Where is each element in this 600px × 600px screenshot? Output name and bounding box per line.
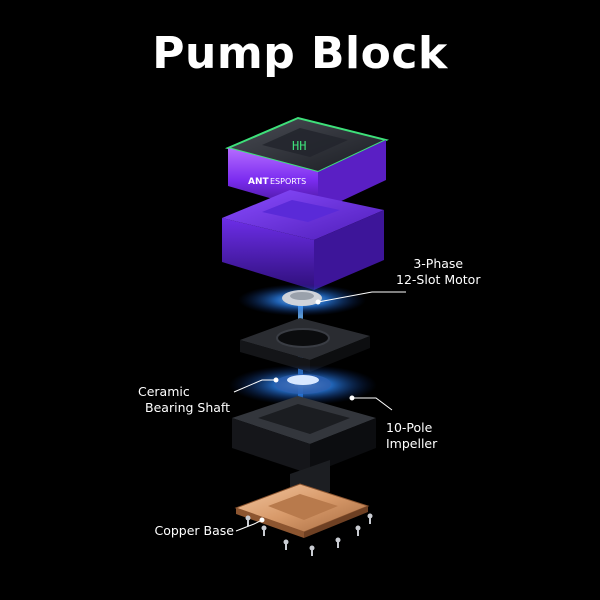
bearing-label: Ceramic Bearing Shaft [138,384,230,416]
motor-label-line2: 12-Slot Motor [396,272,481,287]
copper-base-plate [234,483,370,538]
copper-label: Copper Base [140,523,235,539]
bearing-callout-line [233,379,276,393]
brand-logo-mark: ANT [248,177,269,187]
motor-stator [282,290,322,306]
bearing-label-line2: Bearing Shaft [145,400,230,415]
bearing-label-line1: Ceramic [138,384,190,399]
copper-label-line1: Copper Base [154,523,235,538]
motor-callout-line [317,291,406,303]
page-title: Pump Block [152,28,448,79]
impeller-label-line2: Impeller [386,436,438,451]
brand-logo-text: ESPORTS [270,177,306,186]
rotor-housing [240,318,370,372]
copper-callout-line [235,519,263,532]
impeller-label: 10-Pole Impeller [386,420,437,452]
impeller-chamber [232,396,376,504]
motor-label-line1: 3-Phase [413,256,464,271]
motor-label: 3-Phase 12-Slot Motor [396,256,480,288]
impeller-label-line1: 10-Pole [386,420,433,435]
impeller [275,374,331,394]
pump-housing [222,190,384,290]
mounting-screws [245,513,373,556]
callout-lines [233,291,406,532]
impeller-callout-line [352,397,393,411]
screen-readout: HH [292,139,306,153]
